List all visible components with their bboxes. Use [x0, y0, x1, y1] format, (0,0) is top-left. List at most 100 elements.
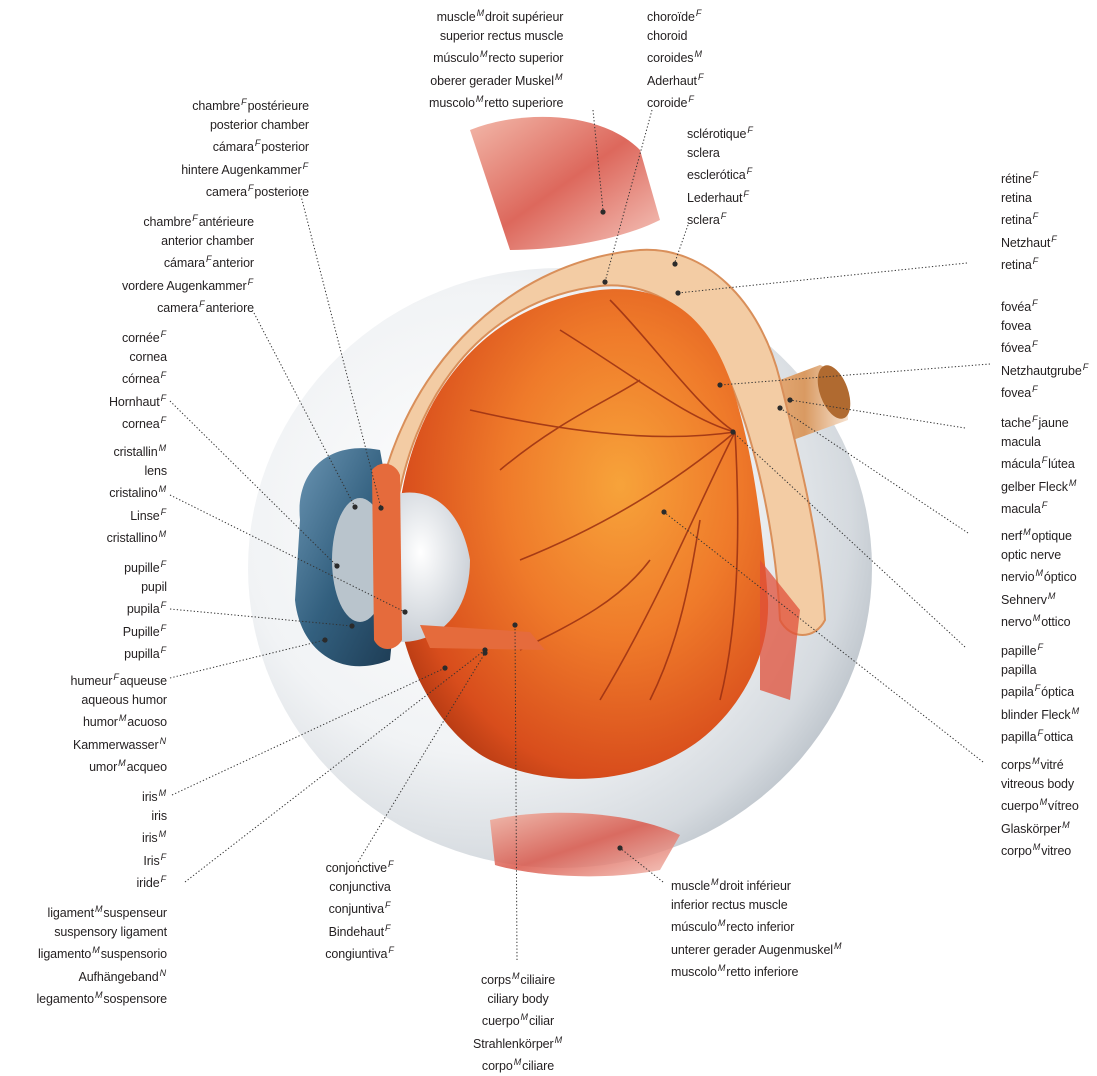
- label-line: aqueous humor: [71, 691, 167, 710]
- gender-marker: M: [159, 484, 166, 494]
- term-text: posterior chamber: [210, 118, 309, 132]
- term-text: cornea: [129, 350, 167, 364]
- term-text: Linse: [130, 509, 159, 523]
- gender-marker: M: [1035, 568, 1042, 578]
- term-text: papila: [1001, 685, 1034, 699]
- term-text: iris: [142, 831, 158, 845]
- label-retina: rétineFretinaretinaFNetzhautFretinaF: [1001, 166, 1058, 275]
- term-rest: suspenseur: [103, 906, 167, 920]
- gender-marker: F: [743, 189, 748, 199]
- term-text: hintere Augenkammer: [181, 163, 301, 177]
- gender-marker: M: [159, 529, 166, 539]
- gender-marker: F: [698, 72, 703, 82]
- term-text: pupilla: [124, 647, 159, 661]
- term-text: corpo: [482, 1059, 513, 1073]
- label-iris: irisMirisirisMIrisFirideF: [136, 784, 167, 893]
- label-line: BindehautF: [300, 919, 420, 942]
- term-rest: ciliar: [529, 1014, 554, 1028]
- gender-marker: N: [160, 736, 166, 746]
- term-text: nervo: [1001, 615, 1032, 629]
- label-line: escleróticaF: [687, 162, 754, 185]
- label-line: posterior chamber: [181, 116, 309, 135]
- term-text: pupille: [124, 561, 159, 575]
- term-text: nervio: [1001, 570, 1034, 584]
- term-text: cristalino: [109, 486, 157, 500]
- label-line: papillaFottica: [1001, 724, 1080, 747]
- term-text: aqueous humor: [81, 693, 167, 707]
- label-pupil: pupilleFpupilpupilaFPupilleFpupillaF: [123, 555, 167, 664]
- term-text: legamento: [36, 992, 93, 1006]
- label-line: músculoMrecto inferior: [671, 914, 842, 937]
- gender-marker: F: [248, 183, 253, 193]
- term-rest: ottica: [1044, 730, 1073, 744]
- label-line: vitreous body: [1001, 775, 1079, 794]
- term-rest: lútea: [1048, 457, 1075, 471]
- gender-marker: M: [1072, 706, 1079, 716]
- gender-marker: F: [161, 852, 166, 862]
- term-text: blinder Fleck: [1001, 708, 1071, 722]
- gender-marker: M: [118, 758, 125, 768]
- gender-marker: M: [512, 971, 519, 981]
- term-text: cornée: [122, 331, 160, 345]
- label-line: scleraF: [687, 207, 754, 230]
- label-line: maculaF: [1001, 496, 1077, 519]
- term-text: cámara: [164, 256, 205, 270]
- label-line: rétineF: [1001, 166, 1058, 189]
- term-text: Netzhaut: [1001, 236, 1050, 250]
- term-text: retina: [1001, 213, 1032, 227]
- gender-marker: M: [555, 72, 562, 82]
- label-line: retina: [1001, 189, 1058, 208]
- gender-marker: M: [95, 990, 102, 1000]
- term-text: camera: [206, 185, 247, 199]
- gender-marker: M: [480, 49, 487, 59]
- label-line: corpoMvitreo: [1001, 838, 1079, 861]
- gender-marker: F: [747, 166, 752, 176]
- label-line: nervoMottico: [1001, 609, 1077, 632]
- label-line: unterer gerader AugenmuskelM: [671, 937, 842, 960]
- term-rest: acqueo: [127, 760, 167, 774]
- label-line: NetzhautgrubeF: [1001, 358, 1089, 381]
- label-line: oberer gerader MuskelM: [429, 68, 563, 91]
- term-rest: suspensorio: [101, 947, 167, 961]
- gender-marker: M: [1033, 842, 1040, 852]
- label-line: muscleMdroit supérieur: [429, 4, 563, 27]
- term-rest: anteriore: [206, 301, 254, 315]
- gender-marker: M: [1032, 756, 1039, 766]
- term-text: iride: [136, 876, 159, 890]
- label-posterior-chamber: chambreFpostérieureposterior chambercáma…: [181, 93, 309, 202]
- term-text: Aufhängeband: [78, 970, 158, 984]
- gender-marker: F: [747, 125, 752, 135]
- label-optic-nerve: nerfMoptiqueoptic nervenervioMópticoSehn…: [1001, 523, 1077, 632]
- term-text: cuerpo: [482, 1014, 520, 1028]
- label-lens: cristallinMlenscristalinoMLinseFcristall…: [107, 439, 167, 548]
- label-conjunctiva: conjonctiveFconjunctivaconjuntivaFBindeh…: [300, 855, 420, 964]
- term-rest: óptica: [1041, 685, 1074, 699]
- gender-marker: M: [159, 788, 166, 798]
- label-line: fóveaF: [1001, 335, 1089, 358]
- label-line: suspensory ligament: [36, 923, 167, 942]
- gender-marker: F: [688, 94, 693, 104]
- label-line: nerfMoptique: [1001, 523, 1077, 546]
- term-text: Pupille: [123, 625, 160, 639]
- term-text: conjunctiva: [329, 880, 390, 894]
- term-text: papilla: [1001, 730, 1036, 744]
- label-line: cornéeF: [109, 325, 167, 348]
- label-line: pupil: [123, 578, 167, 597]
- label-line: cuerpoMvítreo: [1001, 793, 1079, 816]
- term-text: Strahlenkörper: [473, 1037, 554, 1051]
- gender-marker: M: [95, 904, 102, 914]
- term-rest: antérieure: [199, 215, 254, 229]
- term-text: camera: [157, 301, 198, 315]
- term-rest: acuoso: [127, 715, 167, 729]
- term-text: humeur: [71, 674, 113, 688]
- term-text: Sehnerv: [1001, 593, 1047, 607]
- label-line: irisM: [136, 784, 167, 807]
- gender-marker: M: [694, 49, 701, 59]
- term-text: ciliary body: [487, 992, 548, 1006]
- label-line: cristallinoM: [107, 525, 167, 548]
- term-text: cristallino: [107, 531, 158, 545]
- term-text: chambre: [192, 99, 240, 113]
- term-text: conjonctive: [326, 861, 387, 875]
- label-line: lens: [107, 462, 167, 481]
- term-text: superior rectus muscle: [440, 29, 564, 43]
